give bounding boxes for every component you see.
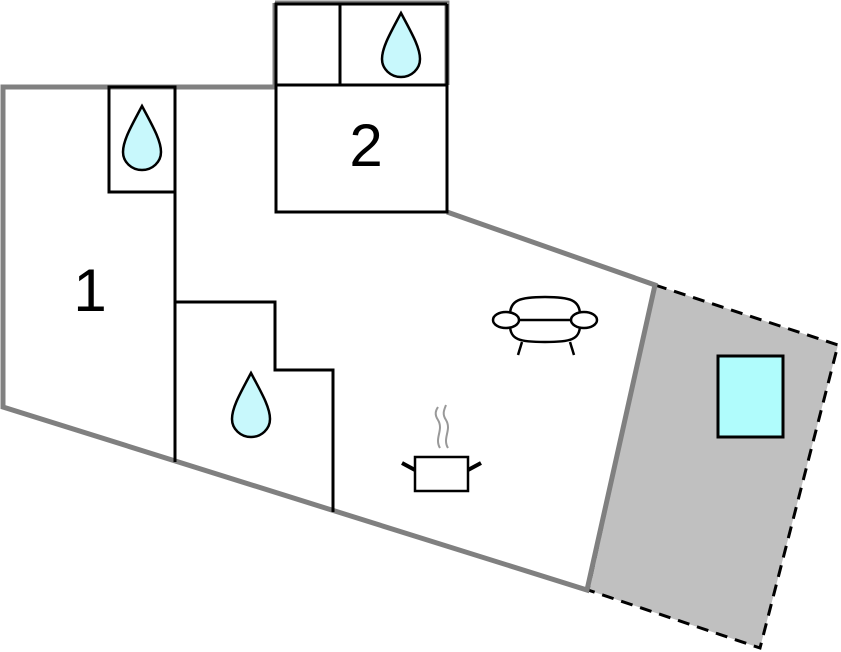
terrace xyxy=(586,283,840,650)
water-drop-icon xyxy=(230,370,272,439)
water-drop-icon xyxy=(121,103,163,172)
sofa-icon xyxy=(491,295,599,356)
room-2-label: 2 xyxy=(349,112,382,179)
inner-walls xyxy=(107,2,449,512)
cooking-pot-icon xyxy=(401,404,482,493)
pool-icon xyxy=(716,354,785,439)
room-1-label: 1 xyxy=(73,257,106,324)
water-drop-icon xyxy=(380,10,422,79)
